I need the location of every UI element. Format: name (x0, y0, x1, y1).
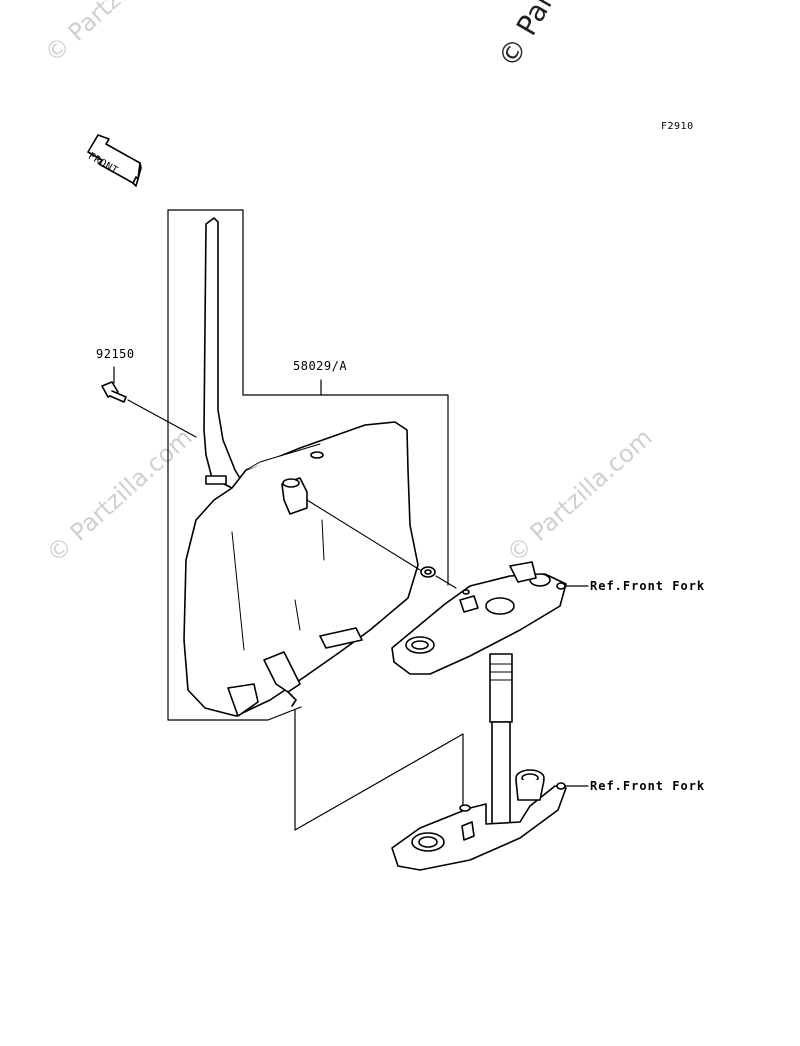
ref-front-fork-lower[interactable]: Ref.Front Fork (590, 779, 706, 793)
number-plate-58029 (183, 217, 419, 717)
assembly-frame (167, 209, 449, 586)
front-arrow-icon (87, 134, 142, 187)
part-number-number-plate[interactable]: 58029/A (293, 359, 348, 373)
washer-leader-line (306, 499, 457, 589)
part-number-bolt[interactable]: 92150 (96, 347, 135, 361)
steering-stem (489, 653, 513, 825)
bolt-92150 (101, 381, 127, 403)
upper-bracket (391, 561, 567, 675)
ref-front-fork-upper[interactable]: Ref.Front Fork (590, 579, 706, 593)
washer (420, 566, 436, 578)
mount-frame (294, 709, 464, 831)
lower-bracket (391, 769, 567, 871)
figure-code: F2910 (661, 121, 694, 132)
